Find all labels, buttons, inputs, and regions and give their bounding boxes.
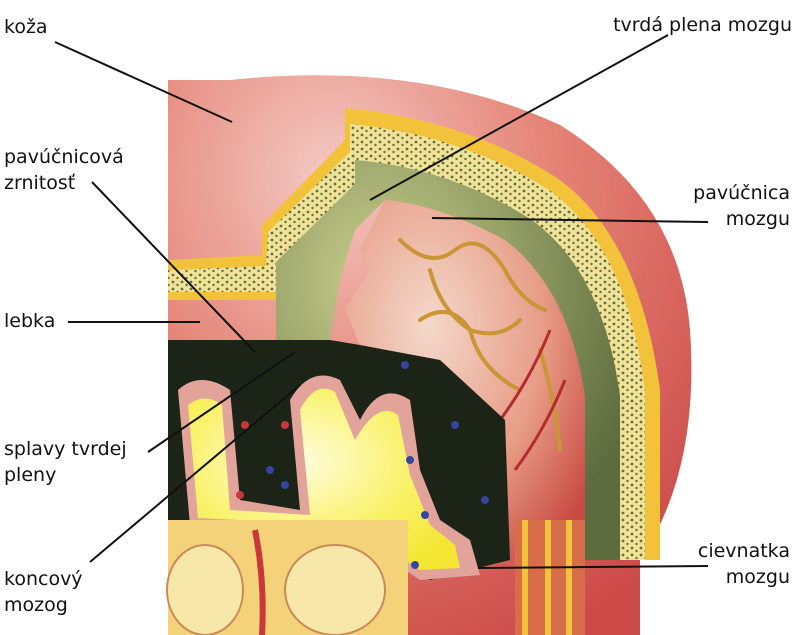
leader-koza <box>54 41 233 123</box>
skull-layer <box>168 108 660 560</box>
leader-pavucnicova-zrnitost <box>91 181 256 353</box>
label-lebka: lebka <box>4 310 56 332</box>
leader-cievnatka <box>477 565 709 569</box>
choroid-vessels <box>515 520 585 635</box>
label-tvrda-plena: tvrdá plena mozgu <box>613 14 792 36</box>
label-cievnatka: cievnatka mozgu <box>697 540 790 588</box>
label-pavucnica: pavúčnica mozgu <box>693 182 790 230</box>
leader-lines <box>54 34 709 569</box>
leader-splavy <box>147 351 296 453</box>
label-koza: koža <box>4 16 48 38</box>
leader-pavucnica <box>431 217 709 223</box>
label-pavucnicova-zrnitost: pavúčnicová zrnitosť <box>4 146 124 194</box>
leader-tvrda-plena <box>369 34 669 201</box>
leader-koncovy-mozog <box>89 384 301 563</box>
vessel-dots <box>236 361 489 569</box>
arachnoid-layer <box>345 200 585 560</box>
dura-layer <box>276 160 620 560</box>
lower-brain <box>166 520 408 635</box>
label-splavy: splavy tvrdej pleny <box>4 438 127 486</box>
label-koncovy-mozog: koncový mozog <box>4 568 83 616</box>
